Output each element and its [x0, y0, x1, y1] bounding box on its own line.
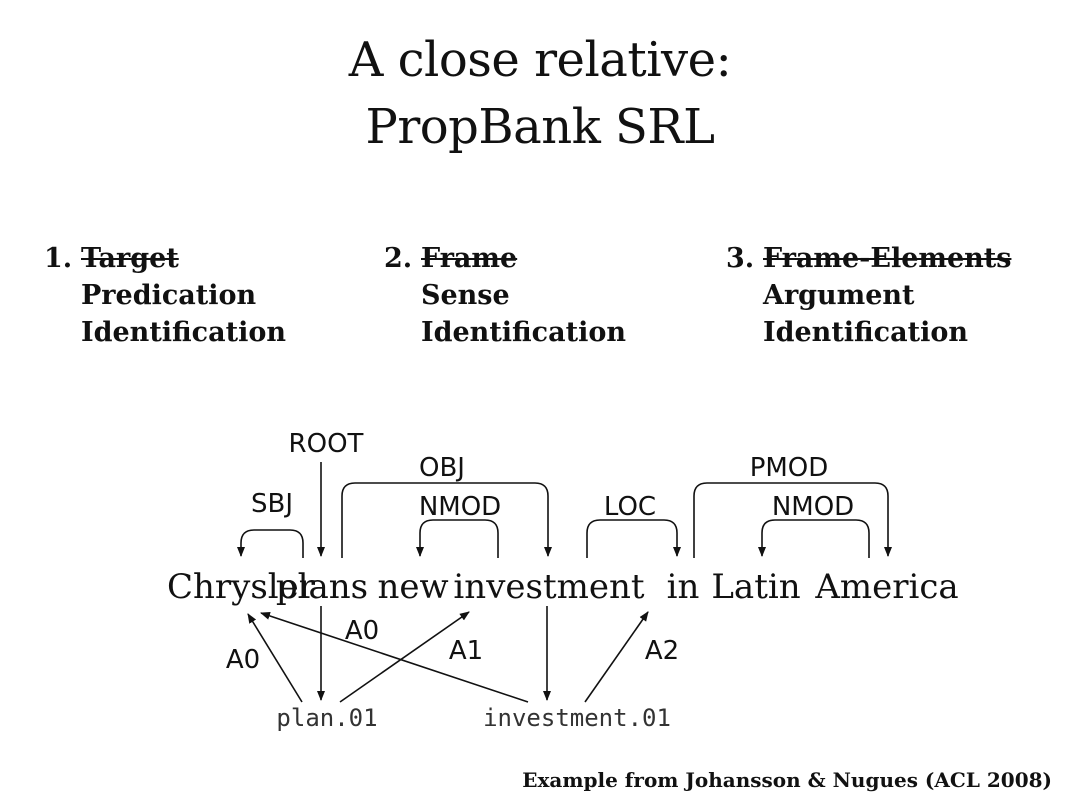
loc-label: LOC	[604, 492, 656, 522]
step-2-struck-term: Frame	[421, 243, 518, 274]
word-in: in	[667, 567, 700, 607]
pmod-arc	[693, 482, 892, 558]
nmod-arc-1	[416, 519, 499, 558]
root-label: ROOT	[289, 429, 364, 459]
nmod-label-2: NMOD	[772, 492, 854, 522]
pmod-label: PMOD	[750, 453, 829, 483]
frame-investment: investment.01	[483, 704, 671, 732]
step-2-line-1: Sense	[421, 280, 510, 311]
step-1-struck-term: Target	[81, 243, 179, 274]
obj-label: OBJ	[419, 453, 465, 483]
word-chrysler: Chrysler	[167, 567, 316, 607]
investment-a2-label: A2	[645, 636, 679, 666]
loc-arc	[586, 519, 681, 558]
investment-a0-arrow	[260, 612, 529, 703]
word-plans: plans	[276, 567, 368, 607]
investment-a0-label: A0	[345, 616, 379, 646]
word-investment: investment	[453, 567, 644, 607]
plan-a1-arrow	[339, 611, 470, 703]
step-2-line-2: Identification	[421, 317, 626, 348]
frame-plan: plan.01	[276, 704, 377, 732]
sbj-label: SBJ	[251, 489, 293, 519]
step-1-number: 1.	[44, 243, 73, 274]
obj-arc	[341, 482, 552, 558]
step-3-line-2: Identification	[763, 317, 968, 348]
investment-a2-arrow	[584, 611, 649, 703]
sbj-arc	[237, 529, 304, 558]
word-new: new	[377, 567, 448, 607]
slide-title-line-1: A close relative:	[348, 32, 732, 88]
word-latin: Latin	[711, 567, 800, 607]
nmod-arc-2	[758, 519, 870, 558]
step-2-number: 2.	[384, 243, 413, 274]
step-1-line-2: Identification	[81, 317, 286, 348]
step-3-struck-term: Frame-Elements	[763, 243, 1012, 274]
step-3-line-1: Argument	[763, 280, 915, 311]
step-3-number: 3.	[726, 243, 755, 274]
nmod-label-1: NMOD	[419, 492, 501, 522]
plan-a0-arrow	[247, 613, 303, 703]
word-america: America	[814, 567, 958, 607]
citation: Example from Johansson & Nugues (ACL 200…	[522, 768, 1052, 792]
plan-a1-label: A1	[449, 636, 483, 666]
plan-a0-label: A0	[226, 645, 260, 675]
step-1-line-1: Predication	[81, 280, 257, 311]
slide-title-line-2: PropBank SRL	[365, 99, 715, 155]
